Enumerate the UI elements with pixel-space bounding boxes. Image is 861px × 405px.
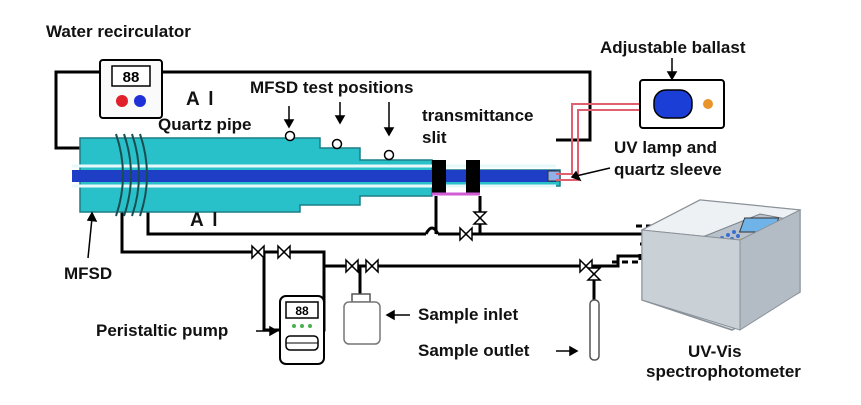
label-sample-inlet: Sample inlet [418,305,519,324]
ballast-wire [556,103,644,175]
label-quartz-pipe: Quartz pipe [158,115,252,134]
sample-inlet-bottle [343,293,381,345]
ballast-knob [703,99,713,109]
label-al-bottom: A l [190,210,220,231]
mfsd-coil [115,133,148,217]
test-position-3 [383,149,395,161]
test-position-1 [284,130,296,142]
valve-top-1 [251,244,265,260]
label-quartz-sleeve: quartz sleeve [614,160,722,179]
recirculator-display-box [111,65,151,87]
valve-outlet-b [586,267,602,281]
red-indicator [116,95,128,107]
label-water-recirculator: Water recirculator [46,22,191,41]
label-al-top: A l [186,89,216,110]
label-uvvis: UV-Vis [688,342,742,361]
pump-inlet-line [324,254,644,268]
label-mfsd-test-positions: MFSD test positions [250,78,414,97]
lamp-end [547,170,561,182]
pump-loop [262,252,280,332]
label-transmittance: transmittance [422,106,534,125]
label-peristaltic-pump: Peristaltic pump [96,321,229,340]
recirculator-loop [54,70,100,150]
valve-inlet-b [365,258,379,274]
peristaltic-pump: 88 [279,295,325,365]
valve-feed [459,226,473,242]
label-uv-lamp: UV lamp and [614,138,717,157]
label-slit: slit [422,128,447,147]
label-sample-outlet: Sample outlet [418,341,530,360]
pump-display: 88 [295,304,309,318]
label-mfsd: MFSD [64,264,113,283]
slit-block-right [466,160,480,194]
annotation-arrows [86,58,678,357]
sample-outlet-tube [589,299,600,361]
adjustable-ballast [639,79,725,129]
uvvis-spectrophotometer [640,199,802,331]
test-position-2 [331,138,343,150]
valve-slit [472,211,488,225]
water-recirculator: 88 [99,59,163,119]
reactor-body [72,130,561,217]
slit-block-left [432,160,446,194]
spectro-dashed-2 [612,254,642,264]
uv-lamp [72,170,556,182]
valve-top-2 [277,244,291,260]
valve-inlet-a [345,258,359,274]
valves [251,211,602,281]
label-adjustable-ballast: Adjustable ballast [600,38,746,57]
label-spectrophotometer: spectrophotometer [646,362,801,381]
recirculator-display: 88 [123,69,140,86]
blue-indicator [134,95,146,107]
ballast-wire-2 [556,109,644,181]
reactor-drain-line [146,205,426,236]
